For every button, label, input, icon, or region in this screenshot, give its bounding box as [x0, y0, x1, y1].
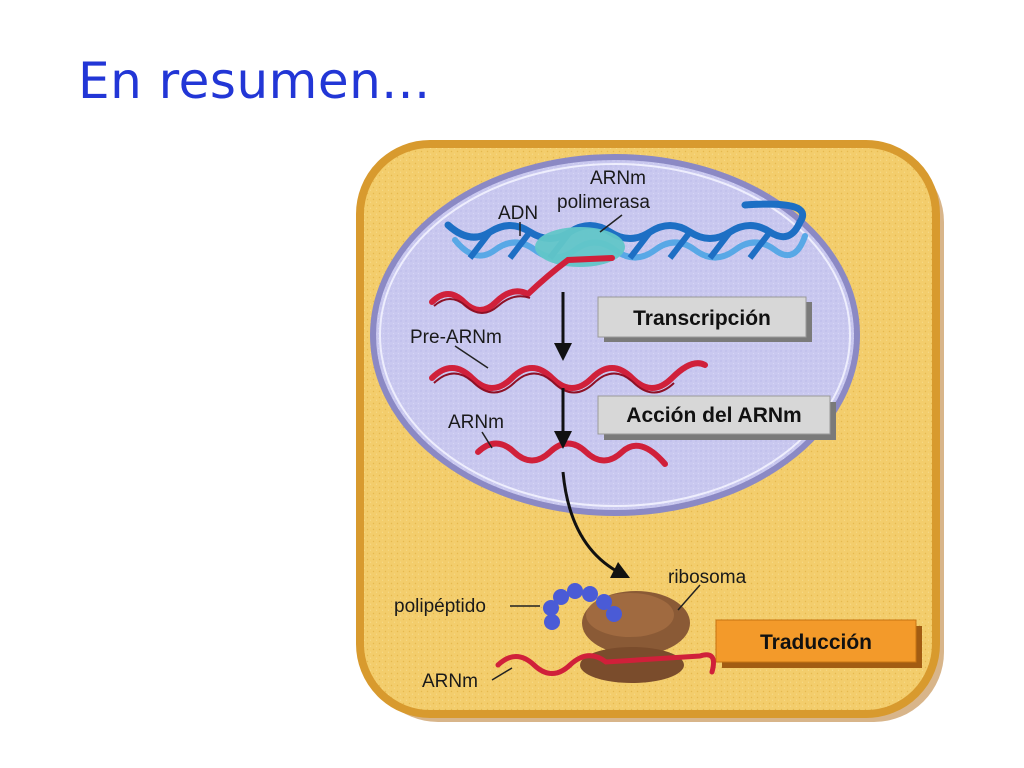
- label-arnm-cytoplasm: ARNm: [422, 671, 478, 692]
- transcription-label: Transcripción: [633, 307, 771, 330]
- label-polimerasa: polimerasa: [557, 192, 650, 213]
- pre-mrna-long-strand: [429, 360, 708, 394]
- leader-lines: [454, 222, 701, 681]
- label-arnm-polymerase: ARNm: [590, 168, 646, 189]
- label-ribosoma: ribosoma: [668, 567, 747, 588]
- mrna-action-label: Acción del ARNm: [626, 404, 801, 427]
- mrna-strand-cytoplasm: [495, 652, 716, 676]
- translation-label: Traducción: [760, 631, 872, 654]
- step-box-translation: Traducción: [715, 619, 922, 668]
- slide-title: En resumen...: [78, 52, 431, 110]
- label-polipeptido: polipéptido: [394, 596, 486, 617]
- pre-mrna-strand: [429, 255, 615, 314]
- polypeptide-chain: [543, 583, 622, 630]
- step-box-mrna-action: Acción del ARNm: [597, 395, 836, 440]
- label-pre-arnm: Pre-ARNm: [410, 327, 502, 348]
- label-adn: ADN: [498, 203, 538, 224]
- arrow-to-ribosome: [561, 471, 631, 579]
- label-arnm-nucleus: ARNm: [448, 412, 504, 433]
- step-box-transcription: Transcripción: [597, 296, 812, 342]
- ribosome: [580, 591, 690, 683]
